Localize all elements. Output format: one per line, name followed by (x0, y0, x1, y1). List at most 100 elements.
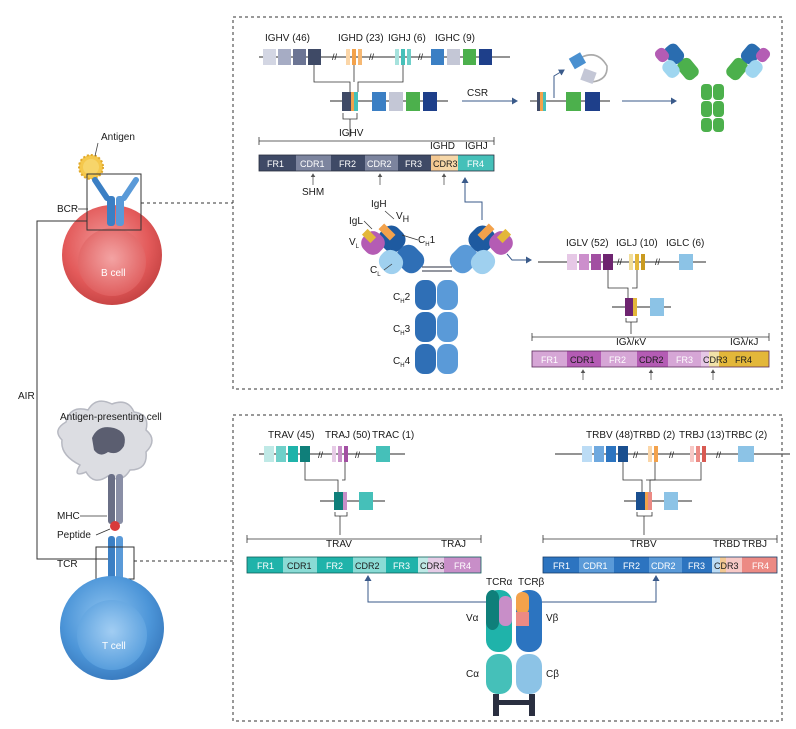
t-cell-label: T cell (102, 641, 126, 652)
svg-text://: // (332, 52, 338, 62)
svg-text://: // (655, 257, 661, 267)
alpha-seg-fr4: FR4 (454, 561, 471, 571)
rearranged-heavy-gene (342, 92, 437, 111)
svg-text://: // (633, 450, 639, 460)
ch2-label: CH2 (393, 292, 411, 305)
beta-seg-fr4: FR4 (752, 561, 769, 571)
antigen-icon (78, 154, 104, 180)
beta-seg-fr3: FR3 (688, 561, 705, 571)
iglc-label: IGLC (6) (666, 238, 704, 249)
alpha-seg-fr2: FR2 (326, 561, 343, 571)
antigen-label: Antigen (101, 132, 135, 143)
heavy-region-ighj: IGHJ (465, 141, 488, 152)
igl-label: IgL (349, 216, 363, 227)
rearranged-beta-gene (636, 492, 678, 510)
heavy-seg-fr4: FR4 (467, 159, 484, 169)
ighj-label: IGHJ (6) (388, 33, 426, 44)
v-beta-label: Vβ (546, 613, 559, 624)
vh-label: VH (396, 211, 409, 224)
svg-text://: // (369, 52, 375, 62)
c-beta-label: Cβ (546, 669, 559, 680)
trbc-gene-block (738, 446, 754, 462)
svg-text://: // (418, 52, 424, 62)
alpha-chain-region-bar (246, 556, 482, 574)
alpha-seg-fr3: FR3 (393, 561, 410, 571)
csr-label: CSR (467, 88, 488, 99)
v-alpha-label: Vα (466, 613, 479, 624)
heavy-seg-cdr1: CDR1 (300, 159, 325, 169)
iglv-gene-blocks (567, 254, 613, 270)
ighd-gene-blocks (346, 49, 362, 65)
b-cell-label: B cell (101, 268, 125, 279)
svg-text://: // (318, 450, 324, 460)
heavy-seg-fr1: FR1 (267, 159, 284, 169)
trbv-gene-blocks (582, 446, 628, 462)
trbj-label: TRBJ (13) (679, 430, 725, 441)
tcr-beta-label: TCRβ (518, 577, 545, 588)
vl-label: VL (349, 237, 360, 250)
beta-region-trbj: TRBJ (742, 539, 767, 550)
rearranged-alpha-gene (334, 492, 373, 510)
c-alpha-label: Cα (466, 669, 479, 680)
iglj-label: IGLJ (10) (616, 238, 658, 249)
iglj-gene-blocks (629, 254, 645, 270)
mhc-icon (108, 474, 123, 524)
ighv-gene-blocks (263, 49, 321, 65)
class-switched-heavy-gene (537, 92, 600, 111)
iglv-label: IGLV (52) (566, 238, 609, 249)
tcr-label: TCR (57, 559, 78, 570)
tcr-panel (232, 414, 783, 722)
tcr-alpha-label: TCRα (486, 577, 513, 588)
beta-seg-cdr1: CDR1 (583, 561, 608, 571)
heavy-region-ighd: IGHD (430, 141, 455, 152)
ighc-label: IGHC (9) (435, 33, 475, 44)
light-seg-fr3: FR3 (676, 355, 693, 365)
heavy-seg-fr2: FR2 (339, 159, 356, 169)
heavy-chain-region-bar (258, 154, 495, 172)
trav-gene-blocks (264, 446, 310, 462)
svg-text://: // (355, 450, 361, 460)
peptide-icon (110, 521, 120, 531)
beta-seg-fr2: FR2 (623, 561, 640, 571)
ighd-label: IGHD (23) (338, 33, 384, 44)
light-seg-cdr3: CDR3 (703, 355, 728, 365)
heavy-seg-cdr3: CDR3 (433, 159, 458, 169)
iglc-gene-block (679, 254, 693, 270)
beta-region-trbd: TRBD (713, 539, 740, 550)
heavy-seg-cdr2: CDR2 (367, 159, 392, 169)
ighc-gene-blocks (431, 49, 492, 65)
alpha-seg-cdr1: CDR1 (287, 561, 312, 571)
heavy-region-ighv: IGHV (339, 128, 364, 139)
light-seg-cdr1: CDR1 (570, 355, 595, 365)
heavy-seg-fr3: FR3 (405, 159, 422, 169)
light-seg-fr2: FR2 (609, 355, 626, 365)
light-chain-region-bar (531, 350, 770, 368)
tcr-icon (108, 536, 123, 580)
light-seg-fr4: FR4 (735, 355, 752, 365)
apc-label: Antigen-presenting cell (60, 412, 162, 423)
shm-label: SHM (302, 187, 324, 198)
ighj-gene-blocks (395, 49, 411, 65)
trbj-gene-blocks (690, 446, 706, 462)
trbc-label: TRBC (2) (725, 430, 767, 441)
ch1-label: CH1 (418, 235, 436, 248)
alpha-seg-cdr3: CDR3 (420, 561, 445, 571)
antigen-presenting-cell-icon (57, 400, 153, 481)
trbd-label: TRBD (2) (633, 430, 675, 441)
beta-seg-cdr2: CDR2 (651, 561, 676, 571)
traj-label: TRAJ (50) (325, 430, 371, 441)
igh-label: IgH (371, 199, 387, 210)
mhc-label: MHC (57, 511, 80, 522)
svg-text://: // (617, 257, 623, 267)
bcr-label: BCR (57, 204, 78, 215)
antibody-icon (361, 223, 513, 374)
trbv-label: TRBV (48) (586, 430, 633, 441)
trbd-gene-blocks (648, 446, 658, 462)
tcr-molecule-icon (486, 590, 542, 716)
ighv-label: IGHV (46) (265, 33, 310, 44)
svg-text://: // (669, 450, 675, 460)
bcr-icon (92, 177, 139, 226)
alpha-region-trav: TRAV (326, 539, 352, 550)
beta-seg-fr1: FR1 (553, 561, 570, 571)
